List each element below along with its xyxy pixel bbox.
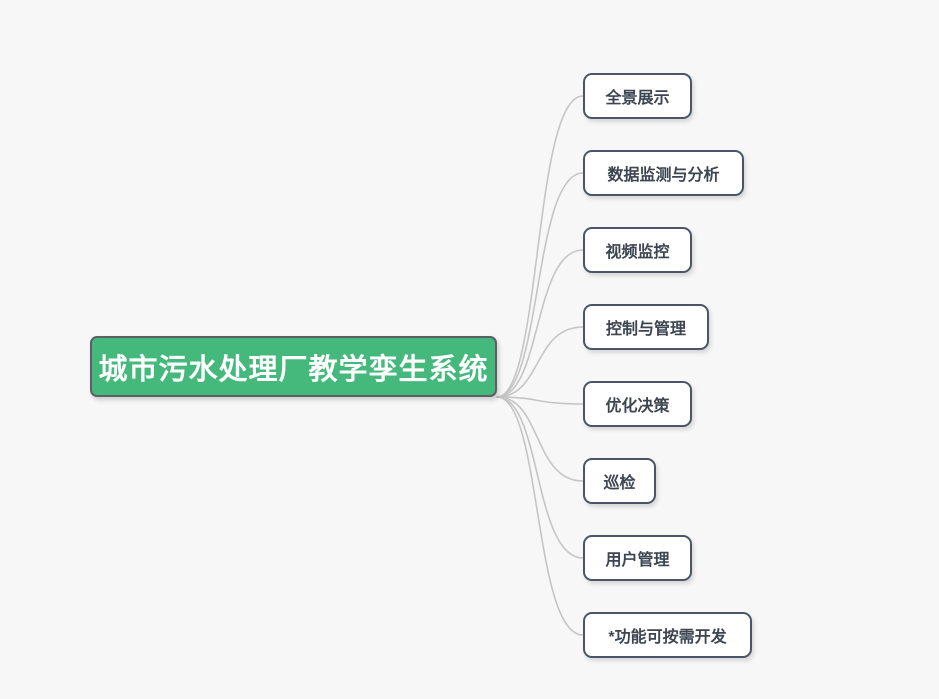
child-node-3[interactable]: 视频监控: [583, 227, 692, 273]
child-node-8[interactable]: *功能可按需开发: [583, 612, 752, 658]
child-node-2[interactable]: 数据监测与分析: [583, 150, 744, 196]
connector-curve: [496, 396, 584, 482]
root-node-label: 城市污水处理厂教学孪生系统: [98, 353, 489, 386]
connector-curve: [496, 95, 584, 398]
child-node-label: 控制与管理: [605, 321, 686, 338]
child-node-5[interactable]: 优化决策: [583, 381, 692, 427]
child-node-4[interactable]: 控制与管理: [583, 304, 709, 350]
connector-curve: [496, 172, 584, 398]
child-node-label: 全景展示: [605, 90, 670, 107]
child-node-1[interactable]: 全景展示: [583, 73, 692, 119]
connector-curve: [496, 249, 584, 398]
child-node-label: 数据监测与分析: [607, 167, 720, 184]
child-node-label: 用户管理: [605, 552, 670, 569]
connector-curve: [496, 326, 584, 398]
connector-curve: [496, 396, 584, 559]
root-node[interactable]: 城市污水处理厂教学孪生系统: [90, 336, 497, 397]
connector-curve: [496, 396, 584, 405]
child-node-6[interactable]: 巡检: [583, 458, 656, 504]
child-node-label: 巡检: [603, 475, 636, 492]
child-node-7[interactable]: 用户管理: [583, 535, 692, 581]
child-node-label: *功能可按需开发: [608, 629, 727, 646]
child-node-label: 优化决策: [605, 398, 670, 415]
child-node-label: 视频监控: [605, 244, 670, 261]
connector-curve: [496, 396, 584, 636]
